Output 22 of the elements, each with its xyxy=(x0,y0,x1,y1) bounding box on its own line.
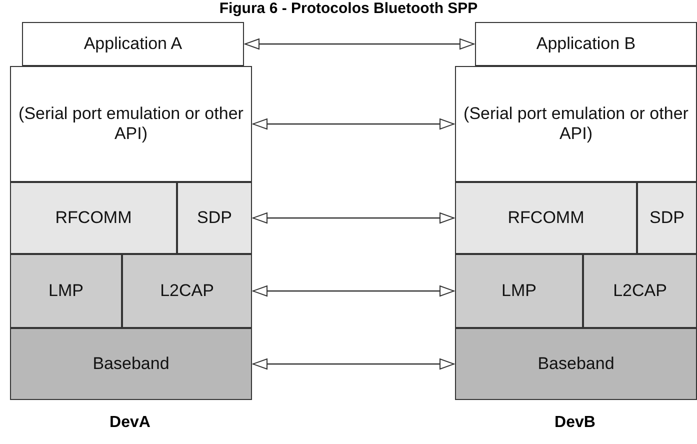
double-arrow xyxy=(244,38,474,50)
layer-box: SDP xyxy=(177,182,252,254)
layer-box: RFCOMM xyxy=(455,182,637,254)
layer-box: SDP xyxy=(637,182,697,254)
device-label: DevA xyxy=(108,414,152,432)
layer-box: LMP xyxy=(455,254,583,328)
layer-box: (Serial port emulation or other API) xyxy=(10,66,252,182)
layer-box: Baseband xyxy=(455,328,697,400)
layer-box: L2CAP xyxy=(583,254,697,328)
figure-title: Figura 6 - Protocolos Bluetooth SPP xyxy=(218,0,479,17)
double-arrow xyxy=(252,358,454,370)
layer-box: RFCOMM xyxy=(10,182,177,254)
layer-box: Baseband xyxy=(10,328,252,400)
layer-box: LMP xyxy=(10,254,122,328)
layer-box: L2CAP xyxy=(122,254,252,328)
double-arrow xyxy=(252,118,454,130)
device-label: DevB xyxy=(554,414,596,432)
double-arrow xyxy=(252,212,454,224)
layer-box: Application A xyxy=(22,22,244,66)
layer-box: Application B xyxy=(475,22,697,66)
layer-box: (Serial port emulation or other API) xyxy=(455,66,697,182)
double-arrow xyxy=(252,286,454,296)
